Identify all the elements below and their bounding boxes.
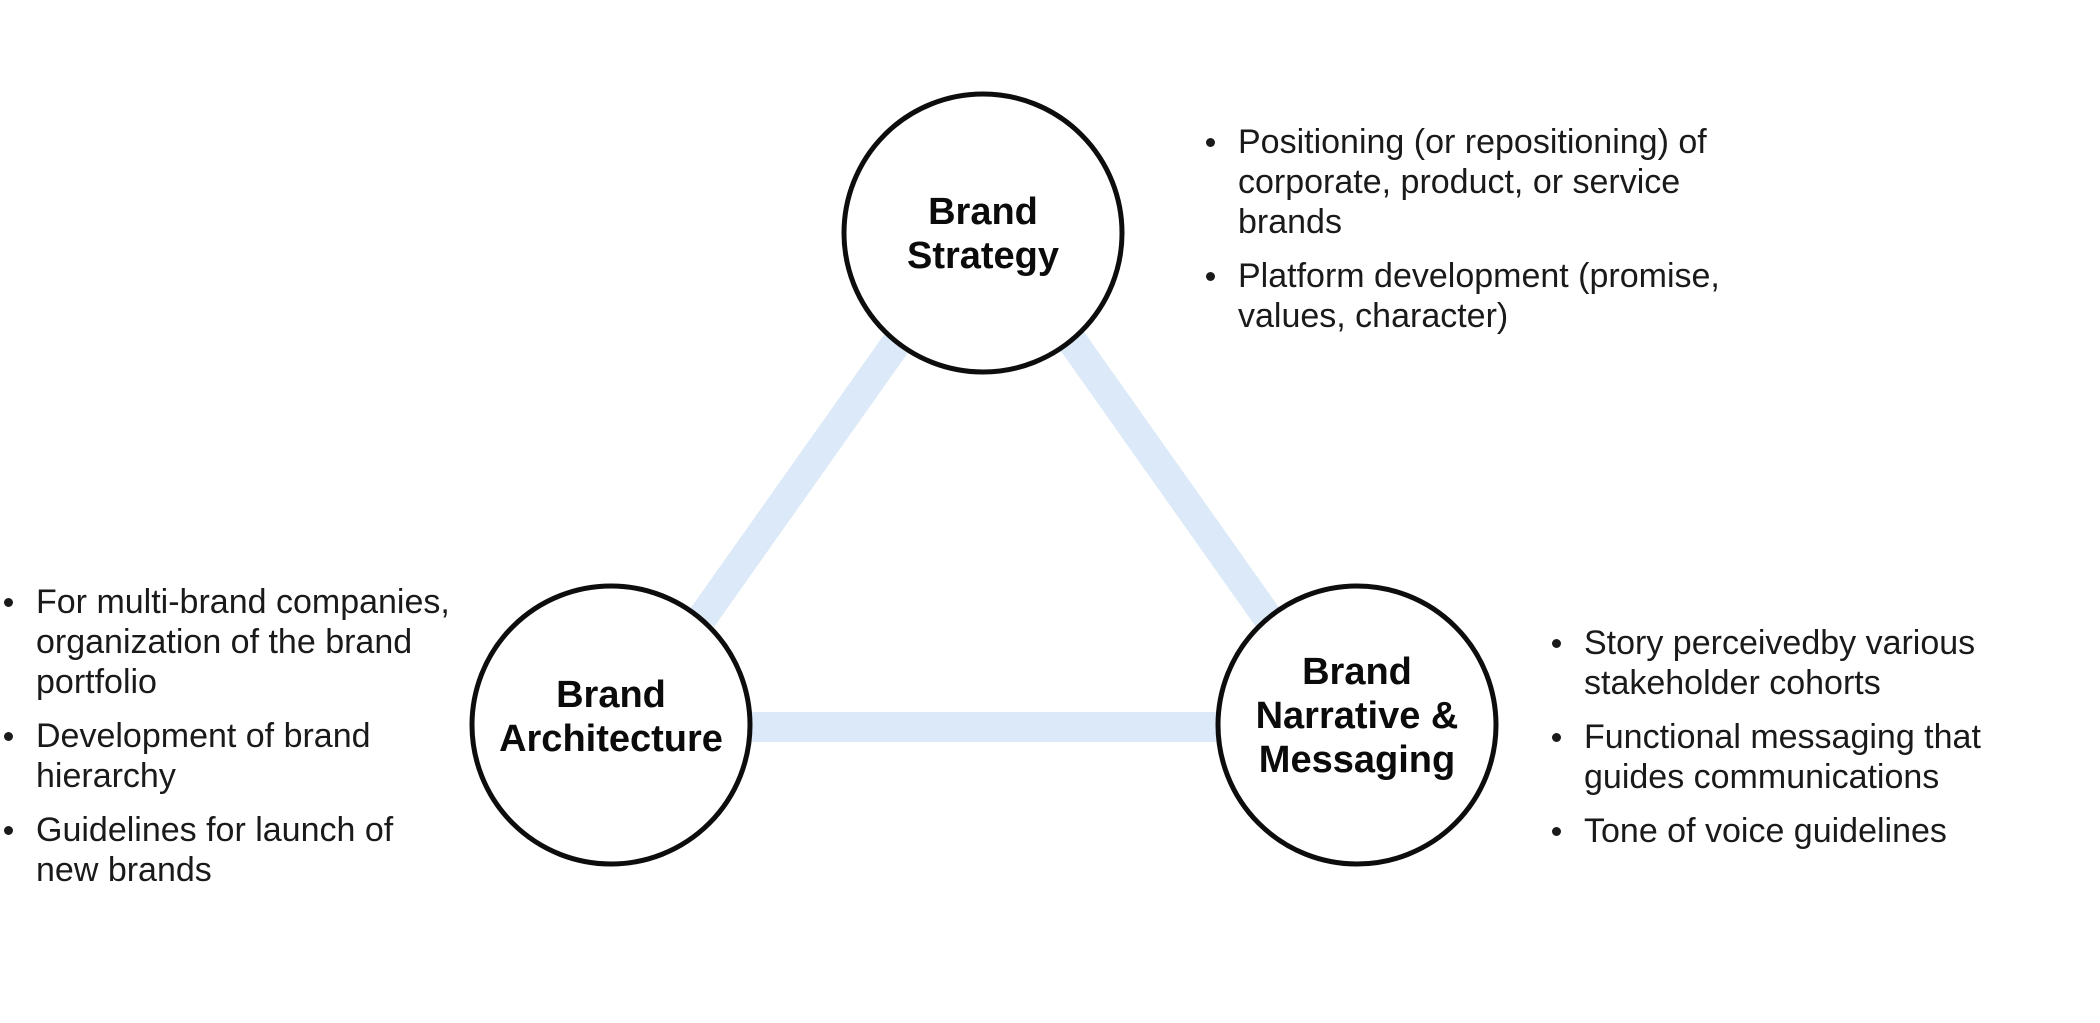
connector-strategy-architecture bbox=[689, 329, 913, 627]
architecture-node-circle bbox=[469, 583, 753, 867]
connector-strategy-narrative bbox=[1057, 329, 1281, 627]
strategy-node-circle bbox=[841, 91, 1125, 375]
architecture-bullet-item: For multi-brand companies, organization … bbox=[0, 582, 455, 702]
narrative-bullet-item: Story perceivedby various stakeholder co… bbox=[1548, 623, 2088, 703]
architecture-bullet-list: For multi-brand companies, organization … bbox=[0, 582, 455, 904]
narrative-bullet-item: Tone of voice guidelines bbox=[1548, 811, 2088, 851]
strategy-bullet-item: Platform development (promise, values, c… bbox=[1202, 256, 1722, 336]
architecture-node-label: Brand Architecture bbox=[481, 673, 741, 761]
strategy-node-label: Brand Strategy bbox=[853, 190, 1113, 278]
strategy-label-line: Brand bbox=[928, 191, 1038, 233]
narrative-label-line: Narrative & bbox=[1255, 695, 1459, 737]
strategy-bullet-item: Positioning (or repositioning) of corpor… bbox=[1202, 122, 1722, 242]
narrative-bullet-item: Functional messaging that guides communi… bbox=[1548, 717, 2088, 797]
architecture-bullet-item: Guidelines for launch of new brands bbox=[0, 810, 455, 890]
narrative-label-line: Brand bbox=[1302, 651, 1412, 693]
strategy-label-line: Strategy bbox=[906, 235, 1060, 277]
narrative-node-label: Brand Narrative & Messaging bbox=[1227, 650, 1487, 782]
architecture-bullet-item: Development of brand hierarchy bbox=[0, 716, 455, 796]
narrative-bullet-list: Story perceivedby various stakeholder co… bbox=[1548, 623, 2088, 865]
narrative-label-line: Messaging bbox=[1258, 739, 1456, 781]
strategy-bullet-list: Positioning (or repositioning) of corpor… bbox=[1202, 122, 1722, 350]
architecture-label-line: Architecture bbox=[499, 718, 723, 760]
architecture-label-line: Brand bbox=[556, 674, 666, 716]
narrative-node-circle bbox=[1215, 583, 1499, 867]
